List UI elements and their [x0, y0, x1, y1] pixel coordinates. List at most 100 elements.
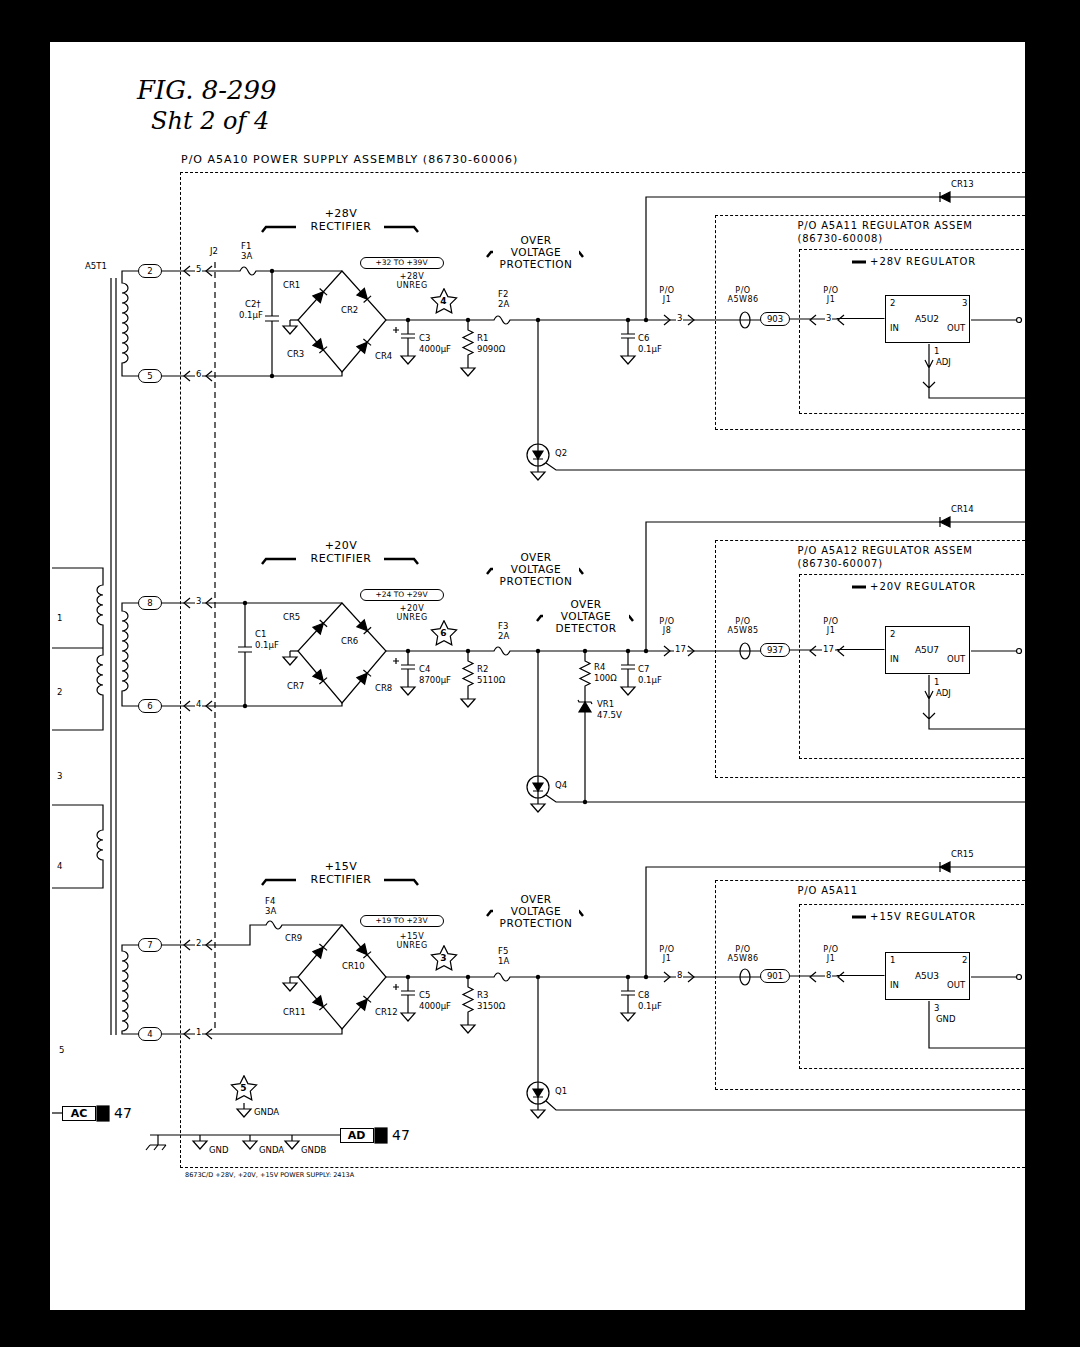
part-label: Q1	[554, 1087, 568, 1097]
part-label: 1	[933, 678, 940, 688]
assembly-outline: P/O A5A11901+15V REGULATORA5U3	[715, 880, 1025, 1090]
part-label: ADJ	[935, 358, 952, 368]
supply-20v-circuit	[298, 603, 386, 703]
part-label: 3	[933, 1004, 940, 1014]
supply-28v-circuit	[313, 288, 327, 302]
part-label: F4	[264, 897, 276, 907]
part-label: CR10	[341, 962, 366, 972]
supply-28v-circuit	[162, 192, 1025, 480]
section-label: P/O J1	[656, 286, 678, 304]
part-label: CR12	[374, 1008, 399, 1018]
part-label: 9090Ω	[476, 345, 506, 355]
node-text: AC	[71, 1108, 88, 1119]
node-text: A5U7	[915, 645, 939, 655]
transformer	[52, 805, 103, 888]
regulator-ic: A5U7	[885, 626, 970, 674]
supply-20v-circuit	[386, 650, 761, 651]
part-label: OUT	[946, 655, 966, 665]
supply-20v-circuit	[852, 586, 866, 589]
supply-15v-circuit	[313, 944, 327, 958]
supply-28v-circuit	[838, 315, 844, 325]
ground-bus	[375, 1128, 387, 1143]
node-text: P/O A5A11	[798, 884, 858, 897]
part-label: C4	[418, 665, 431, 675]
part-label: GNDB	[300, 1146, 327, 1156]
section-label: P/O J8	[656, 617, 678, 635]
supply-20v-circuit	[461, 693, 475, 707]
node-text: +28V REGULATOR	[870, 256, 976, 268]
node-text: 903	[767, 315, 783, 324]
supply-15v-circuit	[461, 1019, 475, 1033]
test-point-star: 4	[430, 288, 458, 316]
part-label: IN	[889, 981, 900, 991]
part-label: Q2	[554, 449, 568, 459]
wire-number-tag: 2	[138, 264, 162, 278]
supply-15v-circuit	[527, 1082, 549, 1104]
part-label: 3A	[264, 907, 277, 917]
node-text: P/O A5A11 REGULATOR ASSEM	[798, 219, 973, 232]
supply-15v-circuit	[162, 862, 1025, 1118]
supply-20v-circuit	[393, 658, 399, 664]
node-text: A5U2	[915, 314, 939, 324]
transformer	[52, 262, 215, 1039]
node-text: 7	[147, 941, 152, 950]
regulator-block: +15V REGULATORA5U3	[799, 904, 1024, 1069]
supply-28v-circuit	[1017, 318, 1022, 323]
part-label: CR13	[950, 180, 975, 190]
part-label: 3	[676, 314, 683, 324]
part-label: 47	[113, 1105, 133, 1121]
part-label: 8	[676, 971, 683, 981]
supply-15v-circuit	[357, 996, 371, 1010]
supply-28v-circuit	[940, 192, 950, 202]
part-label: CR7	[286, 682, 305, 692]
section-label: P/O A5W85	[722, 617, 764, 635]
part-label: F1	[240, 242, 252, 252]
part-label: 100Ω	[593, 674, 618, 684]
part-label: 1	[933, 347, 940, 357]
supply-28v-circuit	[401, 320, 415, 350]
wire-number-tag: 6	[138, 699, 162, 713]
assembly-outline: P/O A5A12 REGULATOR ASSEM(86730-60007)93…	[715, 540, 1025, 778]
node-text: 4	[147, 1030, 152, 1039]
star-outline	[431, 288, 456, 312]
wire-number-tag: 937	[760, 643, 790, 657]
supply-28v-circuit	[357, 339, 371, 353]
part-label: 1	[195, 1028, 202, 1038]
supply-20v-circuit	[579, 702, 591, 712]
node-text: AD	[348, 1130, 366, 1141]
section-label: +15V RECTIFIER	[300, 861, 382, 886]
supply-28v-circuit	[270, 374, 274, 378]
supply-20v-circuit	[1017, 649, 1022, 654]
supply-15v-circuit	[740, 969, 750, 985]
part-label: CR11	[282, 1008, 307, 1018]
node-text: +20V REGULATOR	[870, 581, 976, 593]
supply-20v-circuit	[688, 646, 694, 656]
part-label: 0.1µF	[637, 676, 663, 686]
supply-28v-circuit	[527, 444, 549, 466]
star-outline	[431, 945, 456, 969]
part-label: 1A	[497, 957, 510, 967]
part-label: F2	[497, 290, 509, 300]
supply-20v-circuit	[283, 651, 297, 665]
part-label: CR4	[374, 352, 393, 362]
ground-bus	[97, 1106, 109, 1121]
part-label: 1	[56, 614, 63, 624]
part-label: R4	[593, 663, 606, 673]
part-label: CR8	[374, 684, 393, 694]
part-label: 4	[56, 862, 63, 872]
supply-15v-circuit	[1017, 975, 1022, 980]
part-label: CR9	[284, 934, 303, 944]
supply-28v-circuit	[270, 269, 274, 273]
supply-15v-circuit	[646, 867, 1025, 977]
supply-15v-circuit	[838, 972, 844, 982]
supply-20v-circuit	[243, 704, 247, 708]
supply-15v-circuit	[940, 862, 950, 872]
supply-15v-circuit	[929, 1001, 1025, 1048]
wire-number-tag: 5	[138, 369, 162, 383]
supply-28v-circuit	[313, 339, 327, 353]
section-label: P/O A5W86	[722, 945, 764, 963]
supply-15v-circuit	[664, 972, 670, 982]
wire-connection	[790, 318, 885, 320]
supply-20v-circuit	[531, 798, 545, 812]
